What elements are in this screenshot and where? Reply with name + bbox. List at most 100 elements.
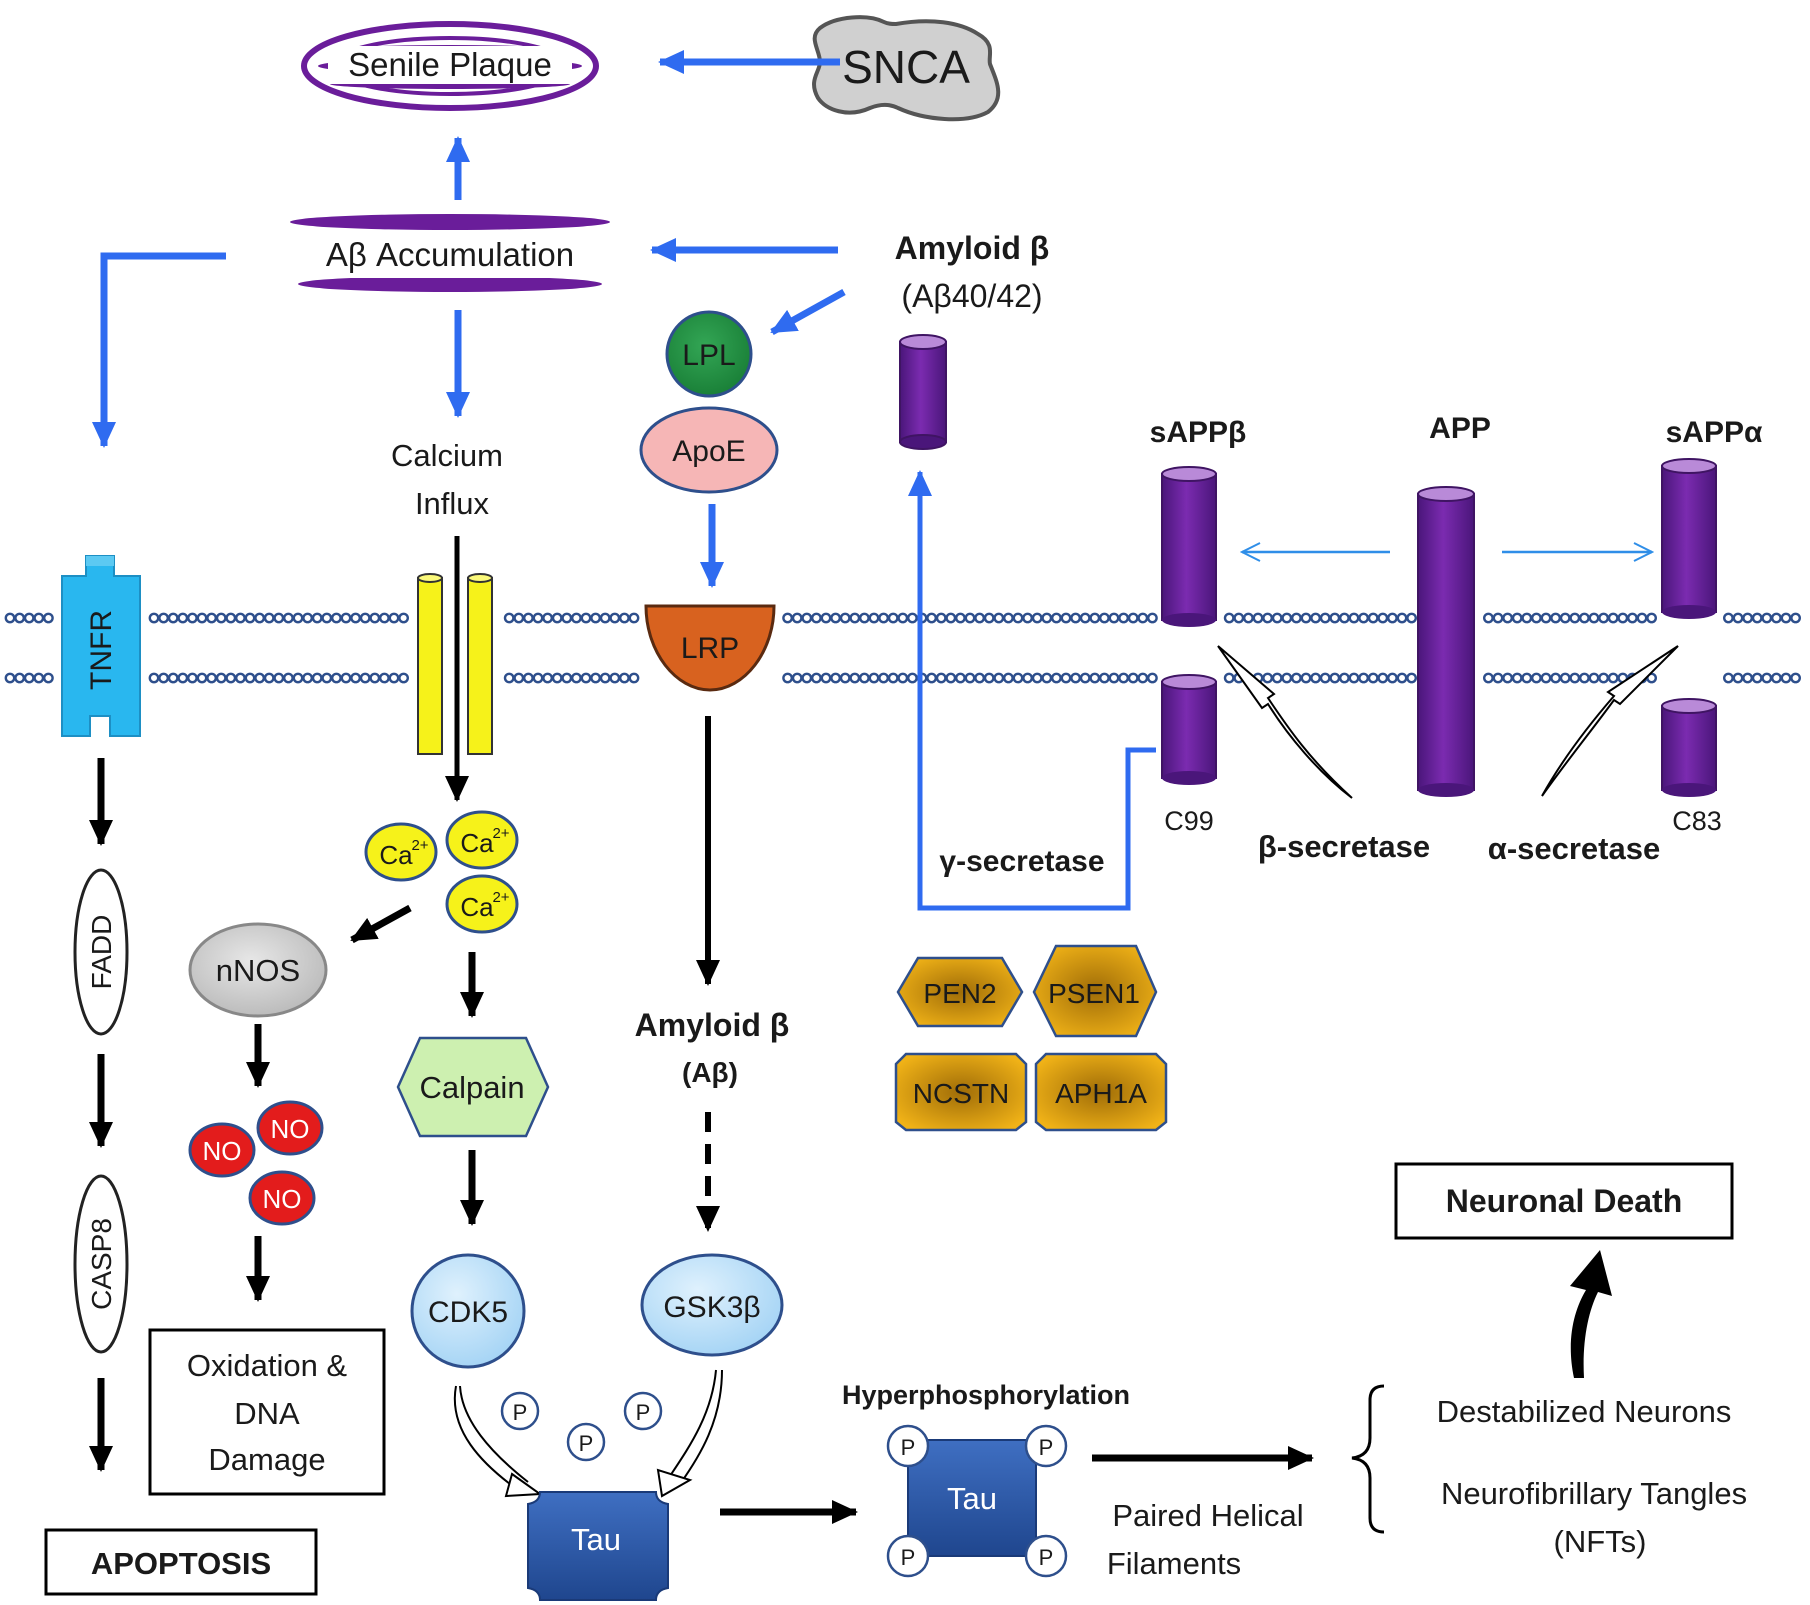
membrane-lipid [1137, 672, 1149, 684]
membrane-lipid [1502, 612, 1514, 624]
membrane-lipid [1579, 672, 1590, 684]
membrane-lipid [196, 672, 208, 684]
membrane-lipid [1319, 612, 1331, 624]
ca-ion-1: Ca 2+ [364, 822, 438, 882]
app-cylinder [1417, 486, 1475, 797]
membrane-lipid [955, 612, 966, 624]
tnfr-label: TNFR [85, 610, 118, 690]
membrane-lipid [897, 612, 909, 624]
cell-membrane [4, 612, 1802, 684]
membrane-lipid [398, 612, 409, 624]
membrane-lipid [628, 612, 640, 624]
membrane-lipid [926, 612, 937, 624]
membrane-lipid [1339, 672, 1350, 684]
membrane-lipid [1396, 672, 1408, 684]
membrane-lipid [791, 672, 803, 684]
apoe-node: ApoE [639, 406, 779, 494]
membrane-lipid [225, 612, 237, 624]
membrane-lipid [907, 612, 918, 624]
membrane-lipid [830, 672, 841, 684]
membrane-lipid [849, 672, 861, 684]
membrane-lipid [43, 672, 54, 684]
membrane-lipid [945, 612, 957, 624]
arrow-amyloid-to-lpl [770, 288, 846, 336]
membrane-lipid [1300, 612, 1312, 624]
phosphate-label: P [579, 1431, 594, 1456]
membrane-lipid [1780, 612, 1792, 624]
c83-cylinder [1661, 698, 1717, 797]
oxidation-label-1: Oxidation & [187, 1348, 348, 1383]
membrane-lipid [1070, 612, 1082, 624]
membrane-lipid [1147, 672, 1158, 684]
membrane-lipid [1492, 612, 1504, 624]
membrane-lipid [1281, 672, 1293, 684]
membrane-lipid [321, 612, 333, 624]
membrane-lipid [1051, 612, 1062, 624]
membrane-lipid [14, 612, 26, 624]
membrane-lipid [244, 612, 256, 624]
ca-ion-3: Ca 2+ [445, 874, 519, 934]
membrane-lipid [311, 612, 323, 624]
membrane-lipid [513, 612, 525, 624]
arrow-ca-to-nnos [350, 904, 412, 944]
tau-protein: Tau [527, 1491, 669, 1601]
membrane-lipid [234, 612, 246, 624]
membrane-lipid [599, 672, 611, 684]
membrane-lipid [1079, 672, 1091, 684]
arrow-gamma-secretase-to-ab [908, 470, 1156, 911]
membrane-lipid [1329, 612, 1341, 624]
membrane-lipid [1127, 612, 1139, 624]
hyperphosphorylation-label: Hyperphosphorylation [842, 1380, 1130, 1410]
membrane-lipid [1742, 672, 1754, 684]
ncstn-node: NCSTN [894, 1052, 1028, 1132]
phosphate-3: P [623, 1391, 663, 1431]
gsk3b-node: GSK3β [640, 1253, 784, 1357]
membrane-lipid [1252, 612, 1264, 624]
membrane-lipid [1780, 672, 1792, 684]
phosphate-2: P [566, 1422, 606, 1462]
membrane-lipid [1387, 612, 1398, 624]
membrane-lipid [1291, 672, 1302, 684]
membrane-lipid [580, 672, 592, 684]
calpain-label: Calpain [419, 1070, 524, 1105]
paired-helical-label-1: Paired Helical [1112, 1498, 1303, 1533]
membrane-lipid [580, 612, 592, 624]
membrane-lipid [551, 612, 563, 624]
membrane-lipid [1108, 672, 1120, 684]
membrane-lipid [398, 672, 409, 684]
membrane-lipid [849, 612, 861, 624]
membrane-lipid [1031, 612, 1043, 624]
c83-label: C83 [1672, 806, 1722, 836]
membrane-lipid [887, 612, 899, 624]
fadd-label: FADD [86, 915, 117, 990]
membrane-lipid [513, 672, 525, 684]
membrane-lipid [282, 672, 294, 684]
membrane-lipid [926, 672, 937, 684]
phosphate-1: P [500, 1391, 540, 1431]
gamma-secretase-label: γ-secretase [939, 845, 1104, 878]
membrane-lipid [1367, 672, 1379, 684]
membrane-lipid [1060, 612, 1072, 624]
membrane-lipid [1588, 672, 1600, 684]
membrane-lipid [1540, 672, 1552, 684]
membrane-lipid [1492, 672, 1504, 684]
membrane-lipid [1406, 672, 1418, 684]
lpl-node: LPL [665, 310, 753, 398]
membrane-lipid [1540, 612, 1552, 624]
membrane-lipid [1003, 612, 1014, 624]
membrane-lipid [1118, 612, 1130, 624]
outcomes-brace [1351, 1384, 1385, 1534]
membrane-lipid [1223, 672, 1235, 684]
psen1-node: PSEN1 [1032, 944, 1158, 1038]
membrane-lipid [590, 612, 601, 624]
membrane-lipid [1742, 612, 1754, 624]
membrane-lipid [887, 672, 899, 684]
sappa-cylinder [1661, 458, 1717, 619]
membrane-lipid [1751, 672, 1763, 684]
membrane-lipid [1271, 612, 1283, 624]
no-molecule-3: NO [248, 1170, 316, 1226]
membrane-lipid [1147, 612, 1158, 624]
no-label: NO [263, 1184, 302, 1214]
membrane-lipid [1339, 612, 1350, 624]
membrane-lipid [254, 672, 266, 684]
